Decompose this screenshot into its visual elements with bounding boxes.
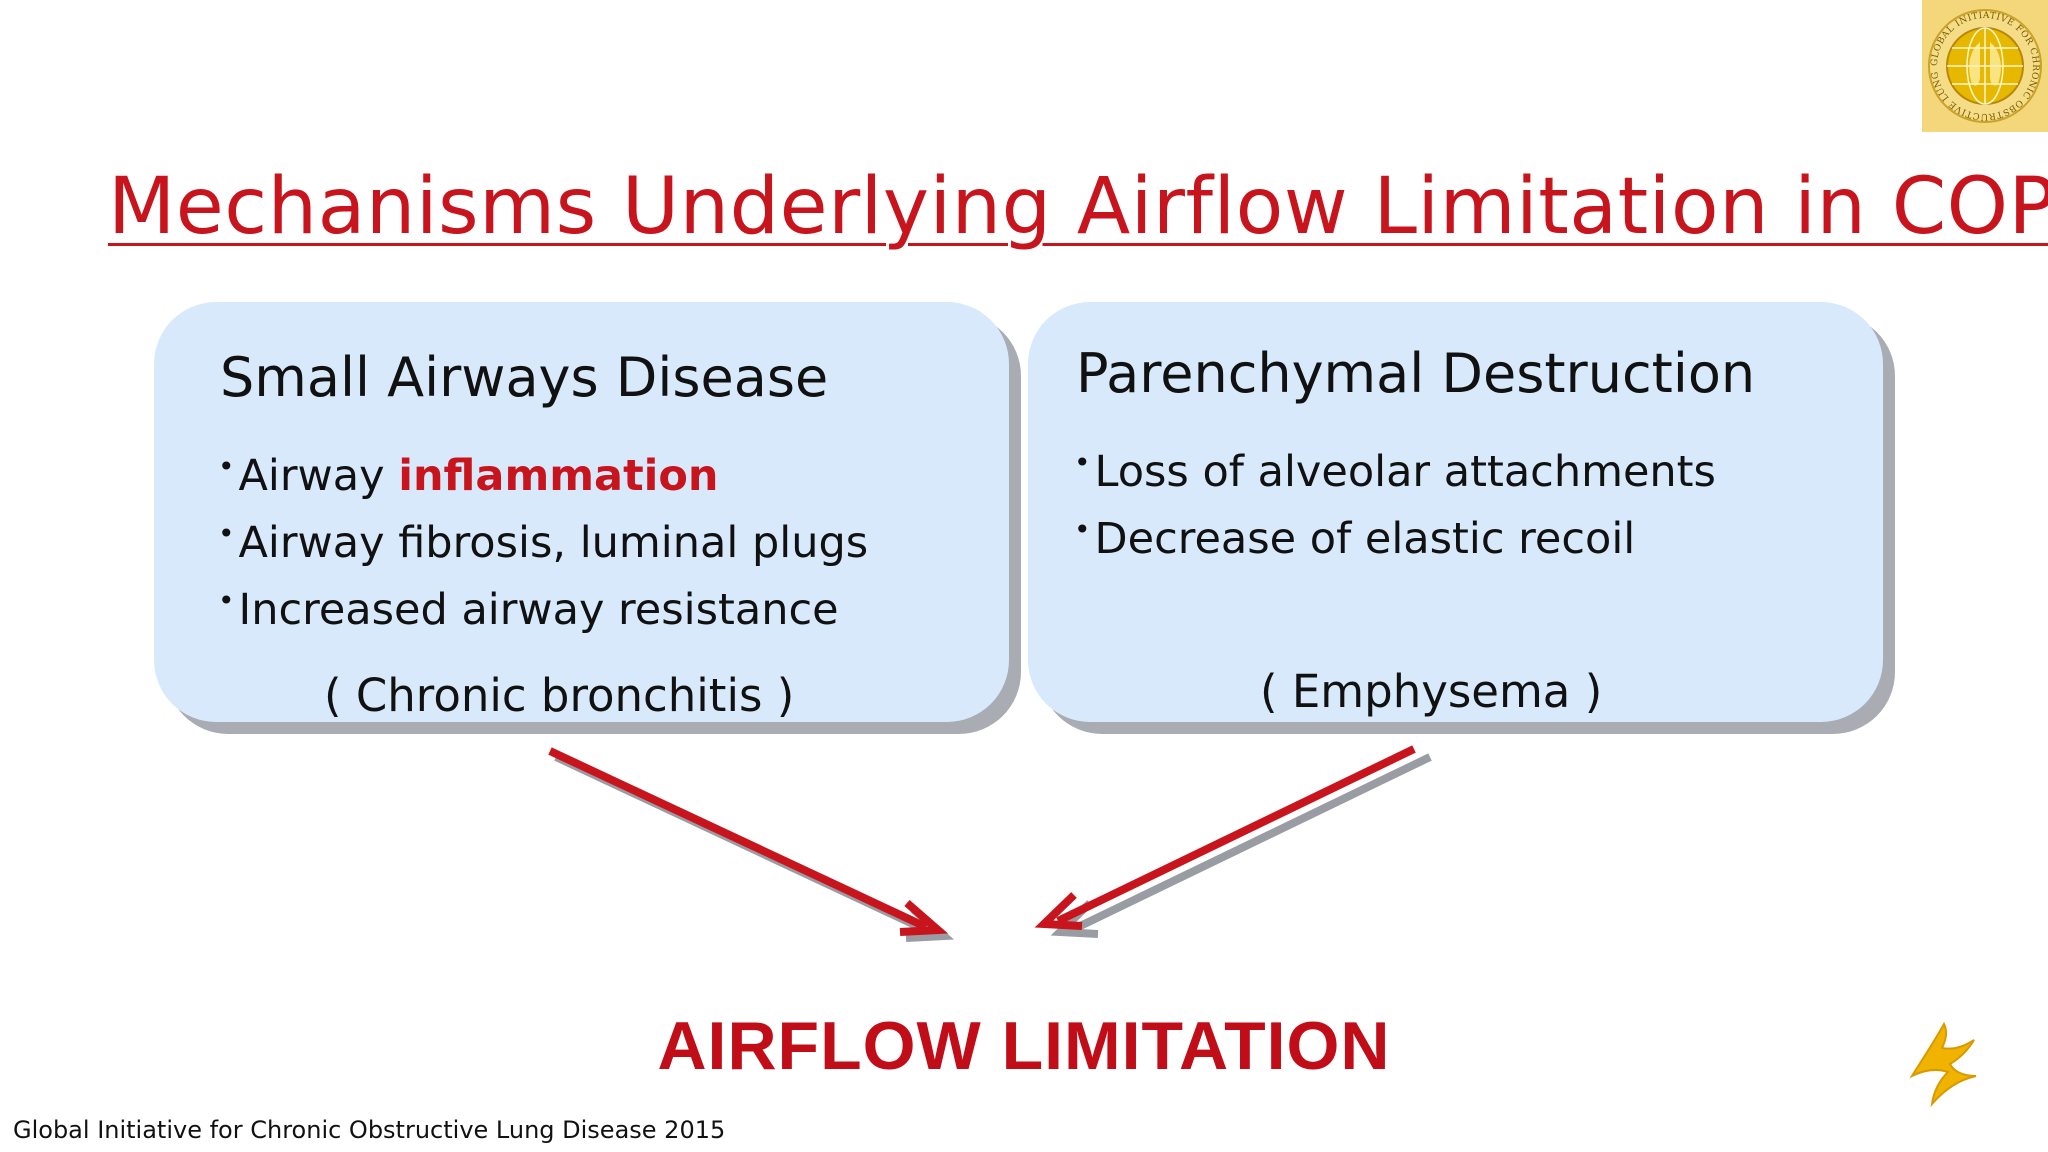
list-item: •Airway inflammation bbox=[218, 450, 719, 501]
parenchymal-bullet-list: •Loss of alveolar attachments •Decrease … bbox=[1074, 434, 1716, 568]
small-airways-disease-box: Small Airways Disease •Airway inflammati… bbox=[154, 302, 1009, 722]
footer-citation: Global Initiative for Chronic Obstructiv… bbox=[13, 1116, 726, 1144]
right-arrow-icon bbox=[1034, 745, 1432, 938]
conclusion-heading: AIRFLOW LIMITATION bbox=[657, 1008, 1391, 1084]
box-heading-small-airways: Small Airways Disease bbox=[220, 346, 829, 409]
brand-mark-icon bbox=[1904, 1020, 1984, 1112]
box-heading-parenchymal: Parenchymal Destruction bbox=[1076, 342, 1756, 405]
small-airways-bullet-list: •Airway inflammation •Airway fibrosis, l… bbox=[218, 438, 868, 639]
slide-title: Mechanisms Underlying Airflow Limitation… bbox=[108, 162, 2048, 252]
parenchymal-destruction-box: Parenchymal Destruction •Loss of alveola… bbox=[1028, 302, 1883, 722]
list-item: •Airway fibrosis, luminal plugs bbox=[218, 517, 869, 568]
list-item: •Increased airway resistance bbox=[218, 584, 839, 635]
left-arrow-icon bbox=[548, 747, 955, 942]
box-note-chronic-bronchitis: ( Chronic bronchitis ) bbox=[324, 669, 795, 722]
emphasized-term: inflammation bbox=[398, 451, 719, 501]
list-item: •Loss of alveolar attachments bbox=[1074, 446, 1716, 497]
gold-logo-icon: GLOBAL INITIATIVE FOR CHRONIC OBSTRUCTIV… bbox=[1922, 0, 2048, 132]
box-note-emphysema: ( Emphysema ) bbox=[1260, 665, 1603, 718]
list-item: •Decrease of elastic recoil bbox=[1074, 513, 1636, 564]
